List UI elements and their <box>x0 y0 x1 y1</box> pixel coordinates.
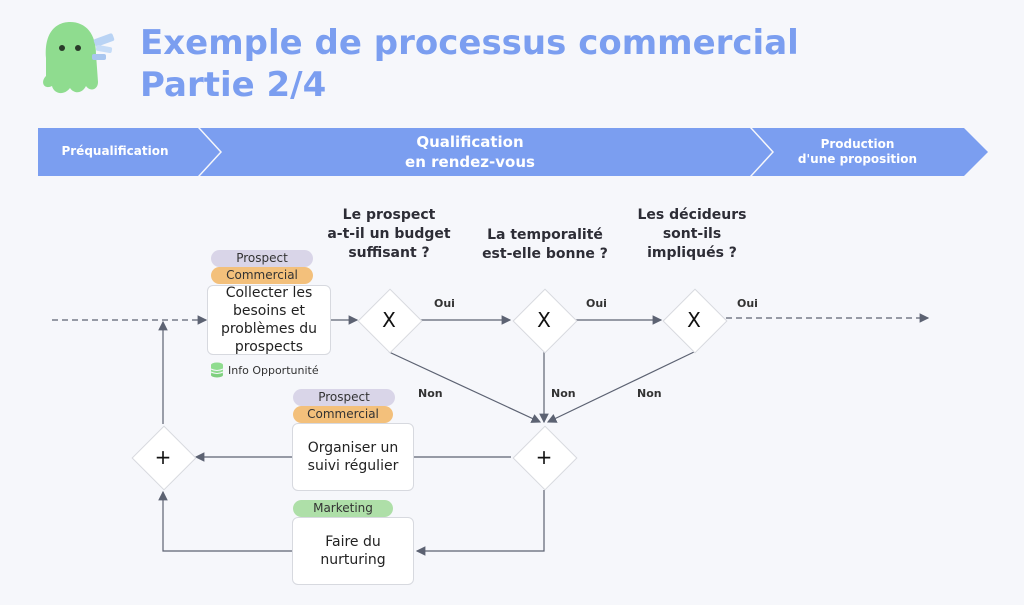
data-object-label: Info Opportunité <box>228 363 319 377</box>
phase-qualification-band <box>200 128 772 176</box>
edge-label-deciders-no: Non <box>637 387 662 400</box>
gateway-deciders-symbol: X <box>687 308 701 332</box>
task-organize-followup: Organiser un suivi régulier <box>292 423 414 491</box>
phase-production-label: Production d'une proposition <box>797 137 918 166</box>
data-object-info-opportunite: Info Opportunité <box>210 362 319 378</box>
gateway-join-symbol: + <box>154 445 172 469</box>
role-marketing-nurturing: Marketing <box>293 500 393 517</box>
edge-label-timing-no: Non <box>551 387 576 400</box>
database-icon <box>210 362 224 378</box>
flow-nurturing-to-join <box>158 490 292 552</box>
gateway-merge-symbol: + <box>535 445 553 469</box>
role-commercial-followup: Commercial <box>293 406 393 423</box>
edge-label-deciders-yes: Oui <box>737 297 758 310</box>
page-title: Exemple de processus commercial Partie 2… <box>140 22 799 106</box>
phase-production-band <box>752 128 988 176</box>
gateway-budget-symbol: X <box>382 308 396 332</box>
title-line-2: Partie 2/4 <box>140 65 327 105</box>
phase-prequalification-label: Préqualification <box>61 144 169 158</box>
task-collect-needs: Collecter les besoins et problèmes du pr… <box>207 285 331 355</box>
edge-label-budget-yes: Oui <box>434 297 455 310</box>
title-line-1: Exemple de processus commercial <box>140 23 799 63</box>
gateway-timing-symbol: X <box>537 308 551 332</box>
question-budget: Le prospect a-t-il un budget suffisant ? <box>327 207 451 261</box>
phase-qualification-label: Qualification en rendez-vous <box>405 133 535 171</box>
flow-merge-to-nurturing <box>415 490 545 556</box>
task-nurturing: Faire du nurturing <box>292 517 414 585</box>
edge-label-budget-no: Non <box>418 387 443 400</box>
question-deciders: Les décideurs sont-ils impliqués ? <box>637 207 747 261</box>
flow-deciders-no <box>546 351 695 423</box>
ghost-mascot-icon <box>43 22 115 94</box>
phase-prequalification-band <box>38 128 220 176</box>
question-timing: La temporalité est-elle bonne ? <box>482 227 608 262</box>
role-commercial-collect: Commercial <box>211 267 313 284</box>
role-prospect-collect: Prospect <box>211 250 313 267</box>
edge-label-timing-yes: Oui <box>586 297 607 310</box>
flow-budget-no <box>388 351 542 423</box>
role-prospect-followup: Prospect <box>293 389 395 406</box>
